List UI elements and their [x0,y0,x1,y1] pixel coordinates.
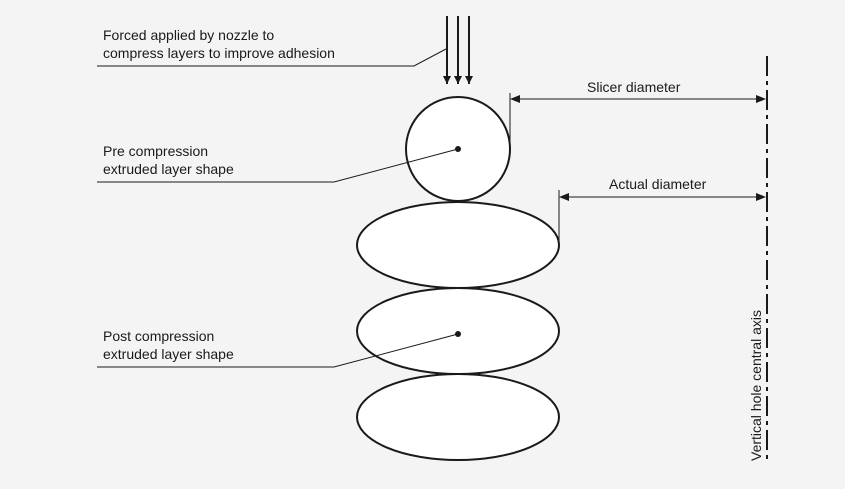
actual-diameter-label: Actual diameter [609,176,707,192]
force-label-line2: compress layers to improve adhesion [103,45,335,61]
post-compression-layer-3 [356,373,560,461]
axis-label: Vertical hole central axis [748,310,764,461]
post-compression-layer-1 [356,201,560,289]
slicer-diameter-dimension [509,93,766,149]
slicer-diameter-label: Slicer diameter [587,79,681,95]
force-label-line1: Forced applied by nozzle to [103,27,274,43]
post-compression-label-line1: Post compression [103,328,214,344]
pre-compression-label-line2: extruded layer shape [103,161,234,177]
pre-compression-leader-line [97,148,459,183]
pre-compression-label-line1: Pre compression [103,143,208,159]
post-compression-label-line2: extruded layer shape [103,346,234,362]
force-arrows [443,16,473,84]
post-compression-leader-line [97,333,459,368]
actual-diameter-dimension [558,190,766,245]
leader-lines [97,48,459,368]
force-leader-line [97,48,447,67]
